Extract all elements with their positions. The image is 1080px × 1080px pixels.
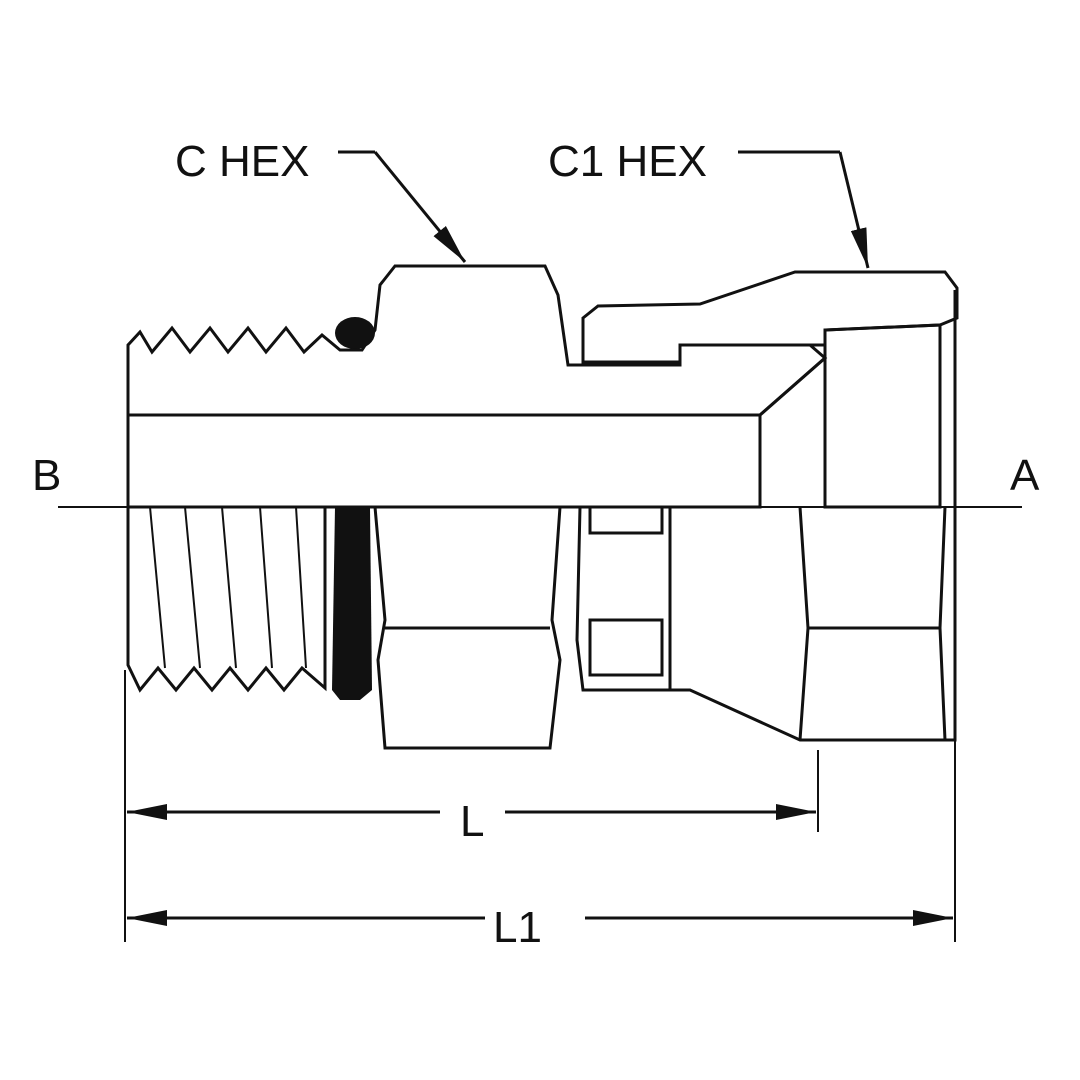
- dimension-l: L: [127, 797, 816, 846]
- oring: [332, 507, 372, 700]
- nut-body: [575, 505, 957, 742]
- nut-section: [581, 270, 959, 509]
- end-a-label: A: [1010, 451, 1040, 500]
- c-hex-body: [373, 506, 562, 750]
- c1-hex-label: C1 HEX: [548, 137, 707, 186]
- male-thread: [126, 506, 327, 693]
- internal-thread: [823, 323, 942, 509]
- oring-section: [335, 317, 375, 349]
- dimension-l1: L1: [127, 903, 953, 952]
- body-section: [126, 264, 828, 417]
- c-hex-label: C HEX: [175, 137, 309, 186]
- end-b-label: B: [32, 451, 61, 500]
- dimension-l-label: L: [460, 797, 484, 846]
- bore: [126, 413, 762, 509]
- dimension-l1-label: L1: [493, 903, 542, 952]
